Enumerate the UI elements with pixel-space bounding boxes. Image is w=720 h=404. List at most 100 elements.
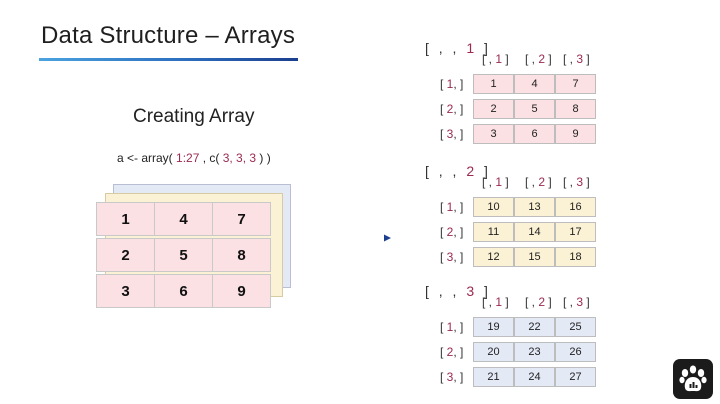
row-header: [ 2, ] — [440, 225, 463, 239]
column-header-open: [ , — [482, 295, 496, 309]
array-front-cell: 4 — [154, 202, 213, 236]
column-header-close: ] — [545, 295, 552, 309]
paw-logo-icon — [673, 359, 713, 399]
row-header-close: , ] — [453, 102, 464, 116]
row-header-open: [ — [440, 102, 447, 116]
slice-cell: 17 — [555, 222, 596, 242]
column-header-open: [ , — [525, 52, 539, 66]
column-header-index: 2 — [538, 175, 546, 189]
column-header: [ , 2 ] — [525, 52, 552, 66]
column-header: [ , 3 ] — [563, 175, 590, 189]
title-underline — [39, 58, 298, 61]
slice-cell: 18 — [555, 247, 596, 267]
slice-cell: 23 — [514, 342, 555, 362]
column-header-index: 1 — [495, 175, 503, 189]
slice-cell: 15 — [514, 247, 555, 267]
row-header: [ 1, ] — [440, 77, 463, 91]
slice-cell: 9 — [555, 124, 596, 144]
slice-label-open: [ , , — [425, 40, 467, 56]
row-header-open: [ — [440, 225, 447, 239]
array-front-cell: 5 — [154, 238, 213, 272]
row-header-close: , ] — [453, 345, 464, 359]
column-header-index: 3 — [576, 295, 584, 309]
code-mid: , c( — [199, 151, 223, 165]
column-header: [ , 3 ] — [563, 295, 590, 309]
column-header: [ , 1 ] — [482, 175, 509, 189]
slice-label-close: ] — [477, 40, 491, 56]
code-suffix: ) ) — [256, 151, 271, 165]
row-header-close: , ] — [453, 225, 464, 239]
row-header-close: , ] — [453, 250, 464, 264]
row-header: [ 2, ] — [440, 102, 463, 116]
slice-cell: 27 — [555, 367, 596, 387]
array-front-cell: 9 — [212, 274, 271, 308]
row-header-open: [ — [440, 250, 447, 264]
column-header-close: ] — [502, 175, 509, 189]
slice-label-index: 3 — [466, 283, 478, 299]
row-header-open: [ — [440, 77, 447, 91]
slice-label-open: [ , , — [425, 163, 467, 179]
column-header-index: 1 — [495, 295, 503, 309]
row-header-open: [ — [440, 320, 447, 334]
column-header-open: [ , — [563, 175, 577, 189]
row-header-open: [ — [440, 370, 447, 384]
slice-cell: 10 — [473, 197, 514, 217]
row-header-open: [ — [440, 127, 447, 141]
row-header-index: 1 — [446, 200, 454, 214]
slice-cell: 12 — [473, 247, 514, 267]
column-header: [ , 1 ] — [482, 295, 509, 309]
column-header-open: [ , — [525, 175, 539, 189]
column-header: [ , 3 ] — [563, 52, 590, 66]
slice-label: [ , , 2 ] — [425, 163, 491, 179]
slice-cell: 13 — [514, 197, 555, 217]
slice-cell: 25 — [555, 317, 596, 337]
slice-cell: 14 — [514, 222, 555, 242]
row-header-index: 1 — [446, 320, 454, 334]
row-header-close: , ] — [453, 127, 464, 141]
column-header-open: [ , — [563, 295, 577, 309]
column-header-index: 3 — [576, 175, 584, 189]
slice-label-close: ] — [477, 283, 491, 299]
column-header-close: ] — [583, 295, 590, 309]
slice-cell: 1 — [473, 74, 514, 94]
array-front-cell: 1 — [96, 202, 155, 236]
column-header: [ , 2 ] — [525, 295, 552, 309]
column-header-index: 2 — [538, 295, 546, 309]
row-header: [ 1, ] — [440, 200, 463, 214]
slice-cell: 19 — [473, 317, 514, 337]
array-front-cell: 8 — [212, 238, 271, 272]
row-header-close: , ] — [453, 200, 464, 214]
slice-cell: 7 — [555, 74, 596, 94]
column-header: [ , 2 ] — [525, 175, 552, 189]
row-header: [ 1, ] — [440, 320, 463, 334]
slice-cell: 26 — [555, 342, 596, 362]
column-header-index: 3 — [576, 52, 584, 66]
row-header-close: , ] — [453, 320, 464, 334]
column-header-open: [ , — [482, 175, 496, 189]
row-header: [ 3, ] — [440, 250, 463, 264]
array-front-cell: 7 — [212, 202, 271, 236]
array-front-cell: 2 — [96, 238, 155, 272]
array-front-cell: 6 — [154, 274, 213, 308]
column-header-close: ] — [502, 52, 509, 66]
code-prefix: a <- array( — [117, 151, 177, 165]
row-header-close: , ] — [453, 370, 464, 384]
slice-label-index: 2 — [466, 163, 478, 179]
slice-cell: 8 — [555, 99, 596, 119]
slice-cell: 3 — [473, 124, 514, 144]
row-header-open: [ — [440, 345, 447, 359]
code-range: 1:27 — [176, 151, 200, 165]
column-header-open: [ , — [525, 295, 539, 309]
row-header-index: 3 — [446, 370, 454, 384]
slice-label-index: 1 — [466, 40, 478, 56]
slice-cell: 6 — [514, 124, 555, 144]
slice-cell: 22 — [514, 317, 555, 337]
slice-cell: 21 — [473, 367, 514, 387]
slice-label: [ , , 1 ] — [425, 40, 491, 56]
row-header-index: 3 — [446, 127, 454, 141]
column-header-close: ] — [583, 175, 590, 189]
column-header-close: ] — [583, 52, 590, 66]
column-header-open: [ , — [482, 52, 496, 66]
row-header-index: 2 — [446, 345, 454, 359]
